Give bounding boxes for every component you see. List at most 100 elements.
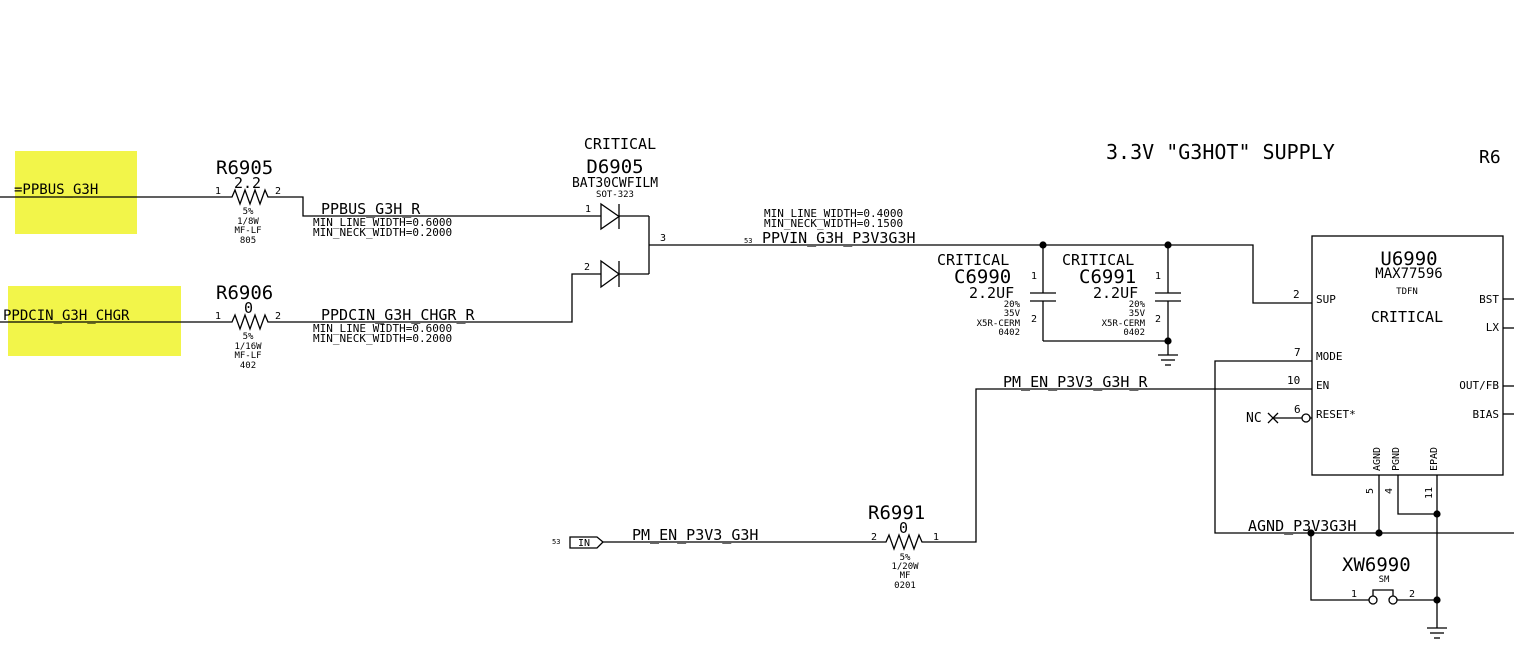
c6990-type: X5R-CERM xyxy=(977,319,1021,329)
ppbus-r-line-width: MIN_LINE_WIDTH=0.6000 xyxy=(313,216,452,229)
ppdcin-r-line-width: MIN_LINE_WIDTH=0.6000 xyxy=(313,322,452,335)
reset-inversion-bubble xyxy=(1301,413,1311,423)
net-label-pm-en-r: PM_EN_P3V3_G3H_R xyxy=(1003,373,1148,391)
u6990-pin-en: EN xyxy=(1316,379,1329,392)
net-label-pm-en: PM_EN_P3V3_G3H xyxy=(632,526,758,544)
r6905-pin2: 2 xyxy=(275,186,281,197)
c6991-ref: C6991 xyxy=(1079,266,1136,288)
r6991-type: MF xyxy=(900,571,911,581)
highlight-ppdcin xyxy=(8,286,181,356)
u6990-pin-pgnd: PGND xyxy=(1391,447,1402,471)
u6990-pin-en-num: 10 xyxy=(1287,374,1300,387)
u6990-pin-bias: BIAS xyxy=(1473,408,1500,421)
c6990-critical: CRITICAL xyxy=(937,251,1009,269)
c6991-pin2: 2 xyxy=(1155,314,1161,325)
d6905-ref: D6905 xyxy=(586,156,643,178)
junction-agnd-pin xyxy=(1375,529,1383,537)
d6905-pin2: 2 xyxy=(584,262,590,273)
r6991-pin1: 1 xyxy=(933,532,939,543)
net-label-ppdcin: PPDCIN_G3H_CHGR xyxy=(3,308,130,324)
d6905-critical: CRITICAL xyxy=(584,135,656,153)
u6990-pin-agnd: AGND xyxy=(1372,447,1383,471)
capacitor-c6990: CRITICAL C6990 2.2UF 20% 35V X5R-CERM 04… xyxy=(937,245,1056,341)
r6906-power: 1/16W xyxy=(234,342,262,352)
u6990-pin-reset-num: 6 xyxy=(1294,403,1301,416)
strap-xw6990: XW6990 SM 1 2 xyxy=(1310,533,1447,639)
u6990-pin-reset: RESET* xyxy=(1316,408,1356,421)
d6905-pin3: 3 xyxy=(660,233,666,244)
r6906-type: MF-LF xyxy=(234,351,261,361)
d6905-pin1: 1 xyxy=(585,204,591,215)
input-flag-label: IN xyxy=(578,538,590,549)
c6990-ref: C6990 xyxy=(954,266,1011,288)
ppbus-r-neck-width: MIN_NECK_WIDTH=0.2000 xyxy=(313,226,452,239)
r6991-tol: 5% xyxy=(900,553,911,563)
net-label-agnd: AGND_P3V3G3H xyxy=(1248,517,1356,535)
reset-no-connect: NC xyxy=(1246,411,1312,426)
net-ppbus-input: =PPBUS_G3H xyxy=(0,182,229,198)
junction-cap-ground xyxy=(1164,337,1172,345)
r6905-pkg: 805 xyxy=(240,236,256,246)
u6990-pkg: TDFN xyxy=(1396,287,1418,297)
net-label-ppbus: =PPBUS_G3H xyxy=(14,182,98,198)
r6905-power: 1/8W xyxy=(237,217,259,227)
resistor-r6991: R6991 0 2 1 5% 1/20W MF 0201 xyxy=(868,502,947,591)
net-ppdcin-input: PPDCIN_G3H_CHGR xyxy=(0,308,229,324)
xw6990-pkg: SM xyxy=(1379,575,1390,585)
c6991-critical: CRITICAL xyxy=(1062,251,1134,269)
u6990-pin-mode: MODE xyxy=(1316,350,1343,363)
r6906-pin2: 2 xyxy=(275,311,281,322)
offpage-ref-r6: R6 xyxy=(1479,147,1501,168)
c6990-pkg: 0402 xyxy=(998,328,1020,338)
r6906-ref: R6906 xyxy=(216,282,273,304)
highlight-ppbus xyxy=(15,151,137,234)
net-label-ppbus-r: PPBUS_G3H_R xyxy=(321,200,421,218)
r6991-pin2: 2 xyxy=(871,532,877,543)
r6906-tol: 5% xyxy=(243,332,254,342)
d6905-part: BAT30CWFILM xyxy=(572,176,658,191)
c6990-pin1: 1 xyxy=(1031,271,1037,282)
resistor-r6905: R6905 2.2 1 2 5% 1/8W MF-LF 805 xyxy=(215,157,281,246)
xw6990-pin1: 1 xyxy=(1351,589,1357,600)
u6990-part: MAX77596 xyxy=(1375,266,1442,282)
u6990-body xyxy=(1311,235,1504,476)
junction-xw-pin2 xyxy=(1433,596,1441,604)
net-label-ppdcin-r: PPDCIN_G3H_CHGR_R xyxy=(321,306,475,324)
c6990-tol: 20% xyxy=(1004,300,1021,310)
c6991-tol: 20% xyxy=(1129,300,1146,310)
c6991-pin1: 1 xyxy=(1155,271,1161,282)
u6990-pin-lx: LX xyxy=(1486,321,1500,334)
net-label-ppvin: PPVIN_G3H_P3V3G3H xyxy=(762,229,916,247)
c6991-type: X5R-CERM xyxy=(1102,319,1146,329)
input-flag xyxy=(569,536,604,549)
u6990-pin-mode-num: 7 xyxy=(1294,346,1301,359)
capacitor-c6991: CRITICAL C6991 2.2UF 20% 35V X5R-CERM 04… xyxy=(1062,245,1181,355)
r6906-value: 0 xyxy=(244,299,253,317)
net-ppdcin-g3h-chgr-r: PPDCIN_G3H_CHGR_R MIN_LINE_WIDTH=0.6000 … xyxy=(271,273,601,345)
ppvin-page-ref: 53 xyxy=(744,237,752,245)
c6991-pkg: 0402 xyxy=(1123,328,1145,338)
cap-ground-return xyxy=(1043,337,1178,366)
diode-d6905: CRITICAL D6905 BAT30CWFILM SOT-323 1 2 3 xyxy=(572,135,666,289)
xw6990-pin2: 2 xyxy=(1409,589,1415,600)
c6991-value: 2.2UF xyxy=(1093,284,1138,302)
xw6990-ref: XW6990 xyxy=(1342,554,1411,576)
u6990-pin-agnd-num: 5 xyxy=(1365,488,1376,494)
u6990-pin-epad-num: 11 xyxy=(1424,487,1435,499)
u6990-critical: CRITICAL xyxy=(1371,308,1443,326)
resistor-r6906: R6906 0 1 2 5% 1/16W MF-LF 402 xyxy=(215,282,281,371)
r6905-ref: R6905 xyxy=(216,157,273,179)
net-bottom-pins: AGND_P3V3G3H xyxy=(1248,475,1441,628)
junction-epad xyxy=(1433,510,1441,518)
r6991-pkg: 0201 xyxy=(894,581,916,591)
r6905-value: 2.2 xyxy=(234,174,261,192)
net-pm-en: PM_EN_P3V3_G3H IN 53 xyxy=(552,526,883,549)
nc-label: NC xyxy=(1246,411,1262,426)
r6905-pin1: 1 xyxy=(215,186,221,197)
u6990-pin-sup: SUP xyxy=(1316,293,1336,306)
ppvin-line-width: MIN_LINE_WIDTH=0.4000 xyxy=(764,207,903,220)
pm-en-page-ref: 53 xyxy=(552,538,560,546)
r6905-type: MF-LF xyxy=(234,226,261,236)
u6990-pin-pgnd-num: 4 xyxy=(1384,488,1395,494)
